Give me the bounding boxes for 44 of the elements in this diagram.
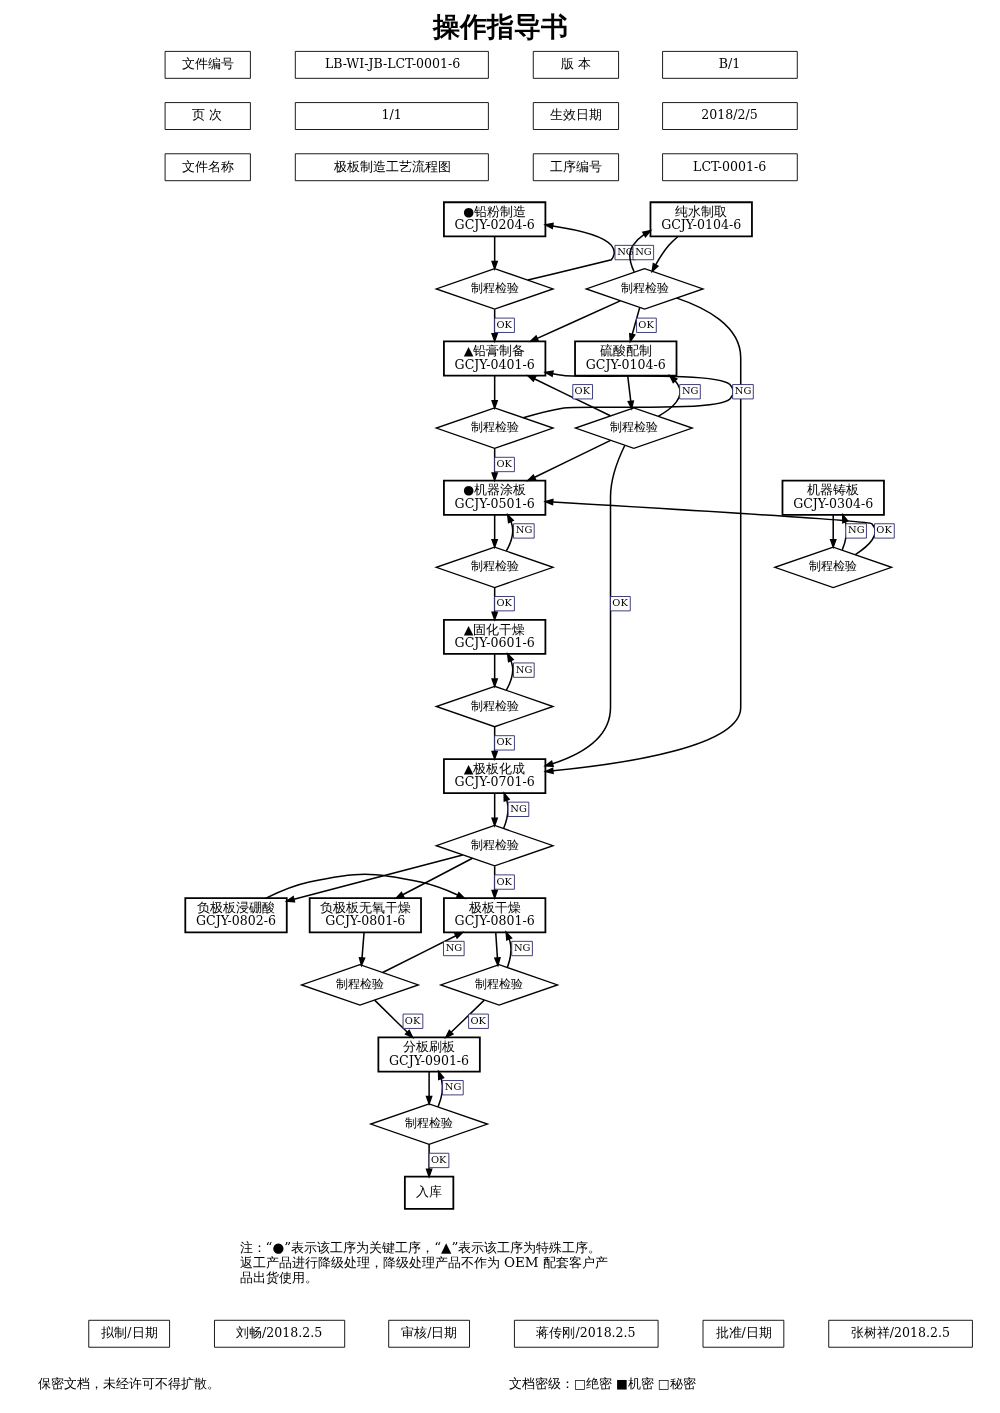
label: 蒋传刚/2018.2.5 bbox=[535, 1325, 636, 1341]
label: 工序编号 bbox=[549, 158, 602, 174]
label: 刘畅/2018.2.5 bbox=[235, 1325, 322, 1341]
edge-label: NG bbox=[681, 385, 698, 397]
label: 2018/2/5 bbox=[700, 107, 758, 123]
label: 批准/日期 bbox=[715, 1325, 772, 1341]
label: B/1 bbox=[718, 56, 740, 72]
label: 文档密级：□绝密 ■机密 □秘密 bbox=[508, 1376, 696, 1392]
edge-label: NG bbox=[444, 1081, 461, 1093]
edge-label: NG bbox=[513, 942, 530, 954]
edge-label: OK bbox=[430, 1153, 446, 1165]
edge-label: OK bbox=[574, 385, 590, 397]
label: 生效日期 bbox=[549, 107, 602, 123]
edge-label: NG bbox=[515, 524, 532, 536]
label: 文件名称 bbox=[181, 158, 234, 174]
label: LB-WI-JB-LCT-0001-6 bbox=[324, 56, 460, 72]
edge-label: NG bbox=[509, 802, 527, 814]
label: 1/1 bbox=[381, 107, 402, 123]
label: 张树祥/2018.2.5 bbox=[850, 1325, 950, 1341]
label: 极板制造工艺流程图 bbox=[333, 158, 451, 174]
label: 版 本 bbox=[560, 56, 591, 72]
label: 页 次 bbox=[191, 107, 222, 123]
edge-label: OK bbox=[469, 1014, 486, 1026]
edge-label: NG bbox=[734, 385, 751, 397]
edge-label: NG bbox=[634, 246, 652, 258]
edge-label: OK bbox=[495, 597, 512, 609]
edge-label: OK bbox=[637, 318, 654, 330]
edge-label: NG bbox=[847, 524, 865, 536]
edge-label: OK bbox=[495, 875, 512, 887]
edge-label: NG bbox=[515, 663, 532, 675]
label: 注：“●”表示该工序为关键工序，“▲”表示该工序为特殊工序。返工产品进行降级处理，降级处理产品不作为 OEM 配套客户产品出货使用。 bbox=[239, 1238, 608, 1286]
edge-label: OK bbox=[495, 458, 512, 469]
label: 审核/日期 bbox=[400, 1325, 457, 1341]
edge-label: OK bbox=[495, 736, 512, 748]
edge-label: OK bbox=[404, 1014, 420, 1026]
edge-label: NG bbox=[445, 942, 462, 954]
label: 拟制/日期 bbox=[100, 1325, 158, 1341]
label: LCT-0001-6 bbox=[692, 158, 766, 174]
label: 保密文档，未经许可不得扩散。 bbox=[37, 1376, 220, 1392]
edge-label: OK bbox=[875, 524, 892, 536]
edge-label: OK bbox=[495, 318, 512, 330]
diagram-title: 操作指导书 bbox=[432, 11, 568, 43]
label: 文件编号 bbox=[181, 56, 234, 72]
edge-label: OK bbox=[611, 597, 628, 609]
